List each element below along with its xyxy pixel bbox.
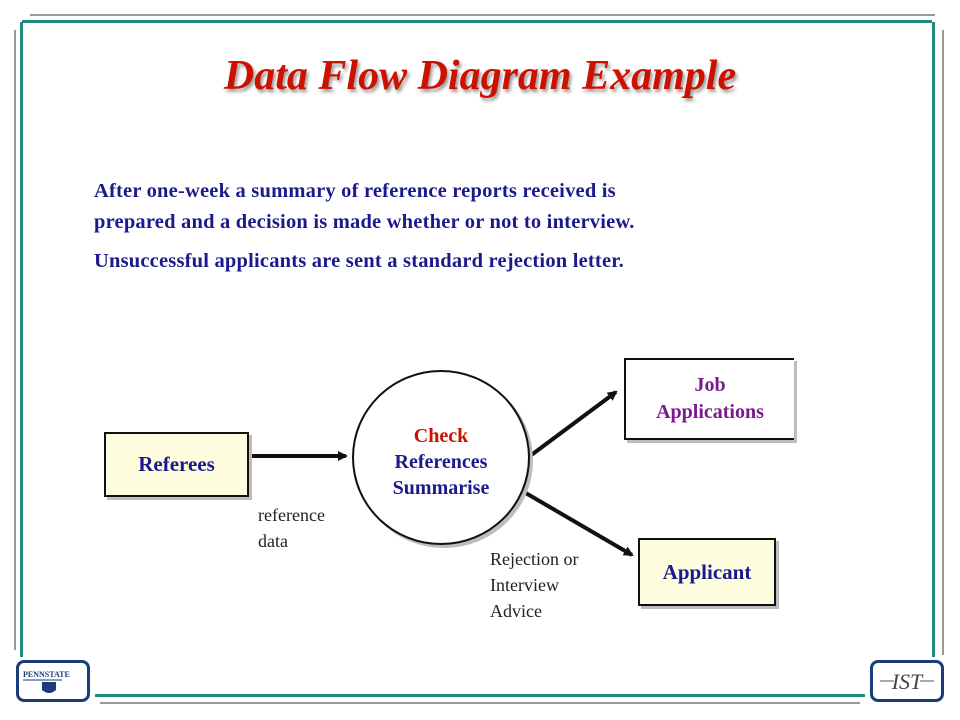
flow-label-rejection-advice: Rejection or Interview Advice (490, 546, 578, 624)
process-check-references: Check References Summarise (352, 370, 530, 545)
data-store-job-applications: Job Applications (624, 358, 794, 440)
frame-right-teal (932, 22, 935, 657)
process-line-2: References (394, 450, 488, 473)
frame-bottom-gray (100, 702, 860, 704)
description-line-1: After one-week a summary of reference re… (94, 180, 616, 202)
entity-referees: Referees (104, 432, 249, 497)
ist-logo: IST (870, 660, 944, 702)
frame-right-gray (942, 30, 944, 655)
slide-title: Data Flow Diagram Example (223, 53, 737, 99)
store-line-1: Job (694, 374, 726, 396)
flow-label-line: Rejection or (490, 549, 579, 569)
flow-label-line: reference (258, 505, 325, 525)
description-line-2: prepared and a decision is made whether … (94, 211, 635, 233)
flow-label-line: Advice (490, 601, 542, 621)
process-line-1: Check (413, 424, 469, 447)
frame-top-teal (22, 20, 932, 23)
penn-state-logo: PENNSTATE (16, 660, 90, 702)
frame-left-gray (14, 30, 16, 650)
frame-top-gray (30, 14, 935, 16)
frame-left-teal (20, 22, 23, 657)
process-line-3: Summarise (392, 476, 490, 499)
frame-bottom-teal (95, 694, 865, 697)
flow-process-to-store (528, 390, 618, 458)
entity-applicant: Applicant (638, 538, 776, 606)
penn-state-logo-graphic: PENNSTATE (23, 670, 70, 693)
ist-logo-text: IST (891, 669, 924, 694)
store-line-2: Applications (656, 401, 764, 423)
flow-label-reference-data: reference data (258, 502, 325, 554)
flow-label-line: Interview (490, 575, 559, 595)
ist-logo-graphic: IST (880, 669, 934, 694)
flow-label-line: data (258, 531, 288, 551)
description-line-3: Unsuccessful applicants are sent a stand… (94, 250, 624, 272)
penn-state-logo-text: PENNSTATE (23, 670, 70, 679)
flow-process-to-applicant (522, 490, 634, 557)
